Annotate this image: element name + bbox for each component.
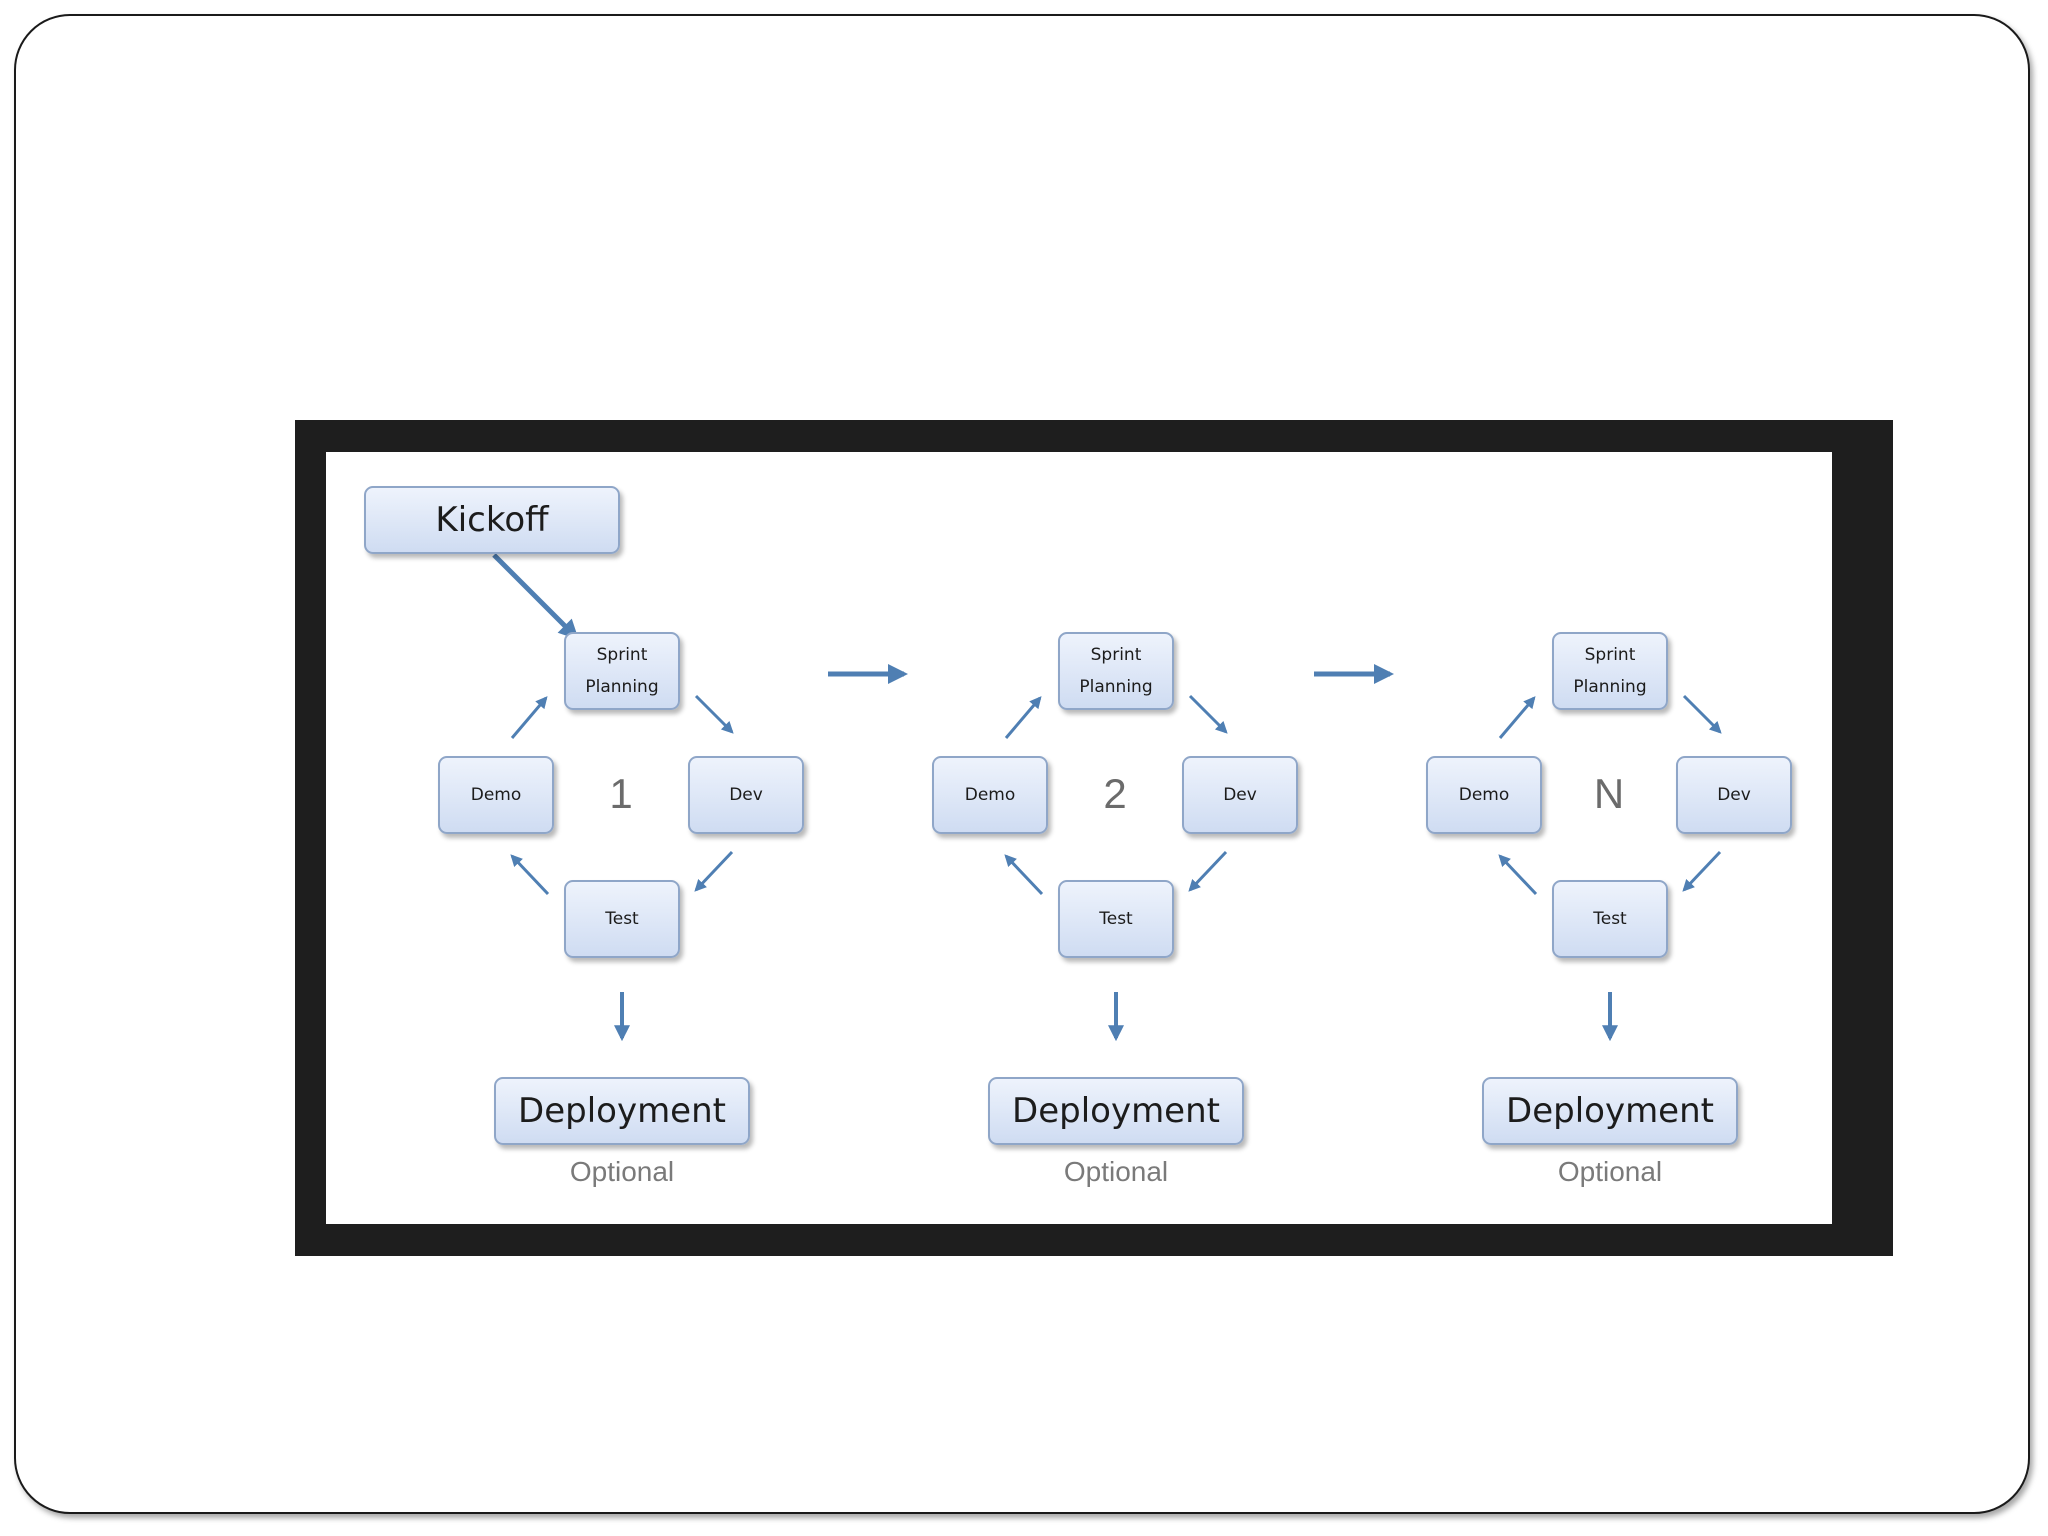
cycle-number: 1 — [609, 770, 633, 817]
cycle-arrow — [1188, 850, 1228, 892]
sprint-planning-node: Sprint Planning — [1058, 632, 1174, 710]
deployment-node: Deployment — [1482, 1077, 1738, 1145]
deployment-optional-note: Optional — [1063, 1156, 1169, 1187]
cycle-arrow — [694, 850, 734, 892]
dev-label: Dev — [1717, 784, 1751, 805]
cycle-arrow — [510, 696, 548, 739]
demo-label: Demo — [964, 784, 1016, 805]
demo-node: Demo — [438, 756, 554, 834]
cycle-arrow — [1682, 850, 1722, 892]
deployment-label: Deployment — [1506, 1091, 1714, 1131]
deployment-node: Deployment — [494, 1077, 750, 1145]
deployment-optional-note: Optional — [1557, 1156, 1663, 1187]
demo-label: Demo — [470, 784, 522, 805]
kickoff-arrow — [492, 553, 579, 640]
sprint-planning-node: Sprint Planning — [1552, 632, 1668, 710]
arrows-layer — [492, 553, 1722, 1042]
demo-node: Demo — [1426, 756, 1542, 834]
dev-node: Dev — [688, 756, 804, 834]
test-node: Test — [564, 880, 680, 958]
cycle-arrow — [1188, 694, 1228, 734]
test-node: Test — [1058, 880, 1174, 958]
dev-node: Dev — [1182, 756, 1298, 834]
sprint-planning-label: Sprint Planning — [1079, 644, 1153, 697]
cycle-arrow — [694, 694, 734, 734]
cycle-arrow — [510, 854, 550, 896]
cycle-arrow — [1682, 694, 1722, 734]
deployment-label: Deployment — [1012, 1091, 1220, 1131]
demo-node: Demo — [932, 756, 1048, 834]
sprint-planning-node: Sprint Planning — [564, 632, 680, 710]
cycle-arrow — [1498, 854, 1538, 896]
test-label: Test — [1593, 908, 1627, 929]
dev-node: Dev — [1676, 756, 1792, 834]
cycle-number: N — [1593, 770, 1625, 817]
demo-label: Demo — [1458, 784, 1510, 805]
dev-label: Dev — [729, 784, 763, 805]
diagram-canvas: Kickoff Sprint Planning Dev Test Demo 1 … — [326, 452, 1832, 1224]
kickoff-label: Kickoff — [435, 500, 549, 540]
cycle-arrow — [1004, 696, 1042, 739]
sprint-planning-label: Sprint Planning — [585, 644, 659, 697]
kickoff-node: Kickoff — [364, 486, 620, 554]
test-node: Test — [1552, 880, 1668, 958]
deployment-label: Deployment — [518, 1091, 726, 1131]
test-label: Test — [605, 908, 639, 929]
deployment-node: Deployment — [988, 1077, 1244, 1145]
deployment-optional-note: Optional — [569, 1156, 675, 1187]
cycle-number: 2 — [1103, 770, 1127, 817]
cycle-arrow — [1498, 696, 1536, 739]
sprint-planning-label: Sprint Planning — [1573, 644, 1647, 697]
dev-label: Dev — [1223, 784, 1257, 805]
test-label: Test — [1099, 908, 1133, 929]
cycle-arrow — [1004, 854, 1044, 896]
